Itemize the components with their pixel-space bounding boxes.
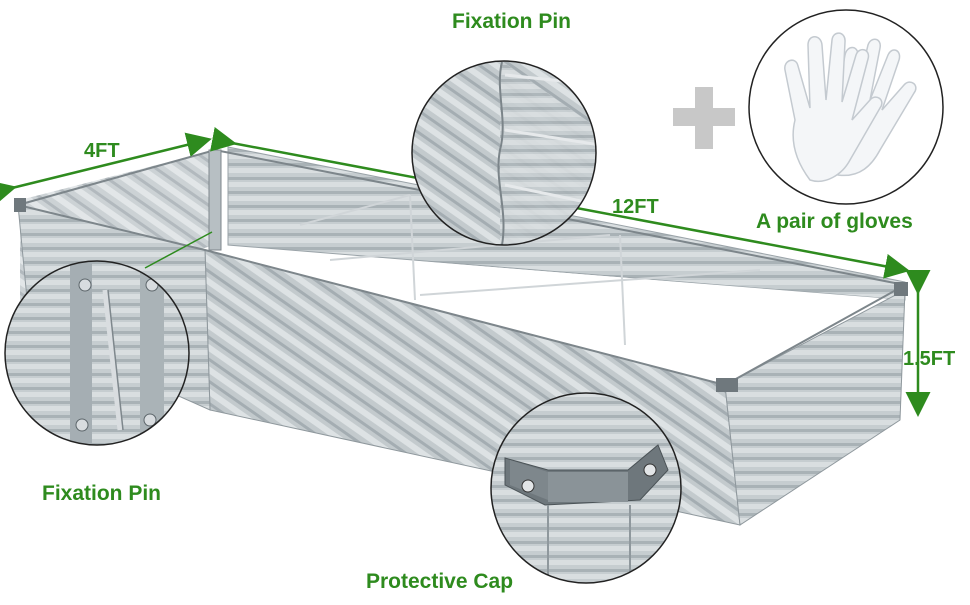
fixation-pin-detail-top xyxy=(411,60,597,246)
pin-pointer-line xyxy=(144,231,213,269)
corner-cap-front xyxy=(716,378,738,392)
width-arrow xyxy=(0,132,212,205)
bed-interior xyxy=(205,245,905,390)
width-dimension-label: 4FT xyxy=(84,140,120,162)
corner-post-back xyxy=(208,149,222,251)
glove-icon xyxy=(784,32,917,182)
gloves-detail xyxy=(748,9,944,205)
fixation-pin-detail-left xyxy=(4,260,190,446)
protective-cap-label: Protective Cap xyxy=(366,570,514,593)
protective-cap-detail xyxy=(490,392,682,584)
corner-cap-left xyxy=(14,198,26,212)
length-dimension-label: 12FT xyxy=(612,196,659,218)
gloves-label: A pair of gloves xyxy=(756,210,913,233)
fixation-pin-top-label: Fixation Pin xyxy=(452,10,572,33)
right-wall xyxy=(724,289,906,526)
height-dimension-label: 1.5FT xyxy=(903,348,956,370)
plus-icon xyxy=(673,87,735,149)
corner-cap-right xyxy=(894,282,908,296)
fixation-pin-left-label: Fixation Pin xyxy=(42,482,162,505)
